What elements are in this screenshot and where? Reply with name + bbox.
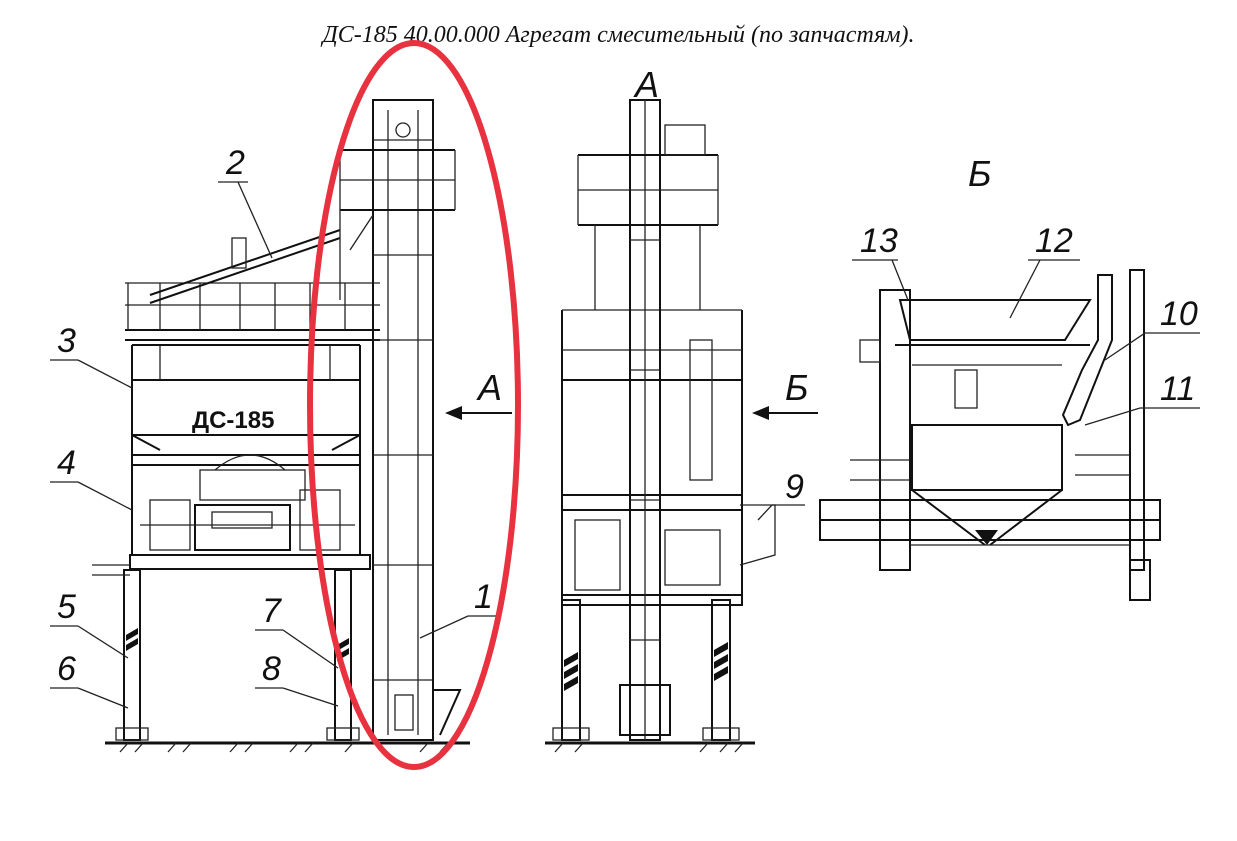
callout-8: 8	[255, 650, 339, 707]
middle-view	[545, 99, 776, 753]
callout-5: 5	[50, 588, 129, 659]
callout-2: 2	[218, 144, 273, 259]
callout-10: 10	[1104, 295, 1200, 361]
callout-1: 1	[419, 578, 497, 639]
left-view: ДС-185	[92, 99, 470, 753]
highlight-ellipse	[307, 40, 521, 770]
svg-text:9: 9	[785, 468, 804, 506]
svg-text:А: А	[476, 367, 502, 408]
view-label-a: А	[633, 64, 659, 105]
svg-text:8: 8	[262, 650, 281, 688]
view-arrow-b: Б	[752, 367, 818, 420]
svg-text:13: 13	[860, 222, 898, 260]
callout-9: 9	[757, 468, 805, 521]
callout-11: 11	[1084, 370, 1200, 426]
svg-text:1: 1	[474, 578, 493, 616]
callout-13: 13	[852, 222, 909, 301]
brand-plate: ДС-185	[192, 407, 274, 434]
svg-text:2: 2	[225, 144, 245, 182]
callout-3: 3	[50, 322, 133, 389]
svg-text:5: 5	[57, 588, 76, 626]
svg-text:7: 7	[262, 592, 282, 630]
svg-text:6: 6	[57, 650, 76, 688]
svg-text:12: 12	[1035, 222, 1073, 260]
svg-text:3: 3	[57, 322, 76, 360]
svg-text:11: 11	[1160, 370, 1195, 408]
callout-4: 4	[50, 444, 133, 511]
svg-text:4: 4	[57, 444, 76, 482]
svg-text:10: 10	[1160, 295, 1198, 333]
right-view	[819, 269, 1161, 601]
callout-12: 12	[1009, 222, 1080, 319]
callout-6: 6	[50, 650, 129, 709]
view-label-b: Б	[968, 153, 991, 194]
callout-7: 7	[255, 592, 339, 669]
svg-text:Б: Б	[785, 367, 808, 408]
view-arrow-a: А	[445, 367, 512, 420]
